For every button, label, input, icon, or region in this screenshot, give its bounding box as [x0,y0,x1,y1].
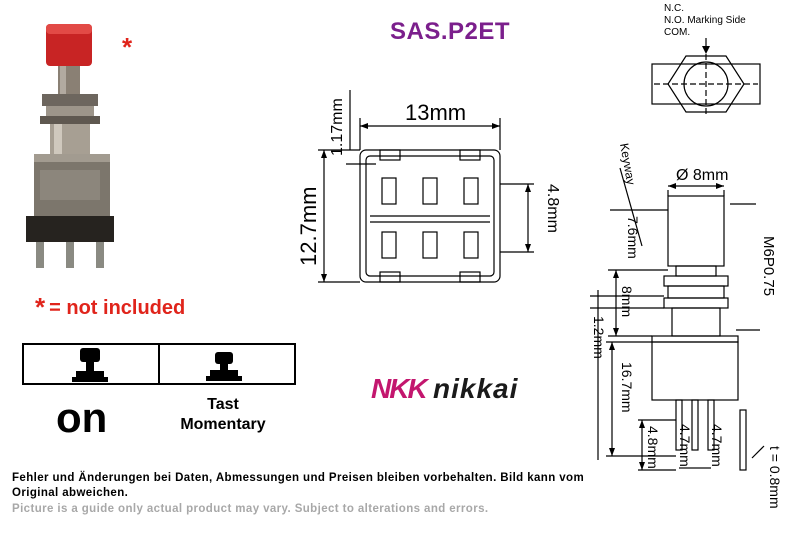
flange-label: 1.2mm [591,316,607,359]
legend-nc: N.C. [664,3,684,14]
tast-text: Tast [207,396,239,413]
disclaimer-english: Picture is a guide only actual product m… [12,503,489,515]
product-photo [26,24,114,268]
not-included-text: = not included [49,297,186,319]
height-dimension-label: 12.7mm [296,187,321,266]
cap-height-label: 7.6mm [625,216,641,259]
bushing-top-view [651,38,761,116]
mode-on-label: on [56,394,108,441]
disclaimer-german: Fehler und Änderungen bei Daten, Abmessu… [12,472,585,499]
top-view-drawing: 13mm 12.7mm 1.17mm 4.8mm [296,90,560,283]
terminal-legend: N.C. N.O. Marking Side COM. [664,3,746,39]
pin-pitch-label: 4.8mm [544,184,560,233]
momentary-position-icon [206,352,242,381]
hex-nut [42,94,98,106]
not-included-note: *= not included [35,292,185,323]
red-cap [46,24,92,66]
nkk-mark: NKK [371,373,429,404]
momentary-text: Momentary [180,416,266,433]
mode-momentary-label: Tast Momentary [168,395,278,435]
on-position-icon [72,348,108,382]
pin-length-label: 4.8mm [645,426,661,469]
legend-com: COM. [664,27,691,38]
mode-table-divider [158,343,160,385]
pitch-a-label: 4.7mm [677,424,693,467]
thread-label: M6P0.75 [760,236,777,296]
body-height-label: 16.7mm [619,362,635,413]
bushing-height-label: 8mm [619,286,635,317]
photo-asterisk: * [122,32,133,62]
width-dimension-label: 13mm [405,100,466,125]
nikkai-logo: NKK nikkai [371,373,519,404]
side-view-drawing: Ø 8mm Keyway M6P0.75 7.6mm 8mm 1.2mm 16.… [590,142,783,509]
page-title: SAS.P2ET [390,18,511,45]
keyway-label: Keyway [617,142,638,186]
diameter-label: Ø 8mm [676,167,728,184]
pin-offset-label: 1.17mm [329,98,346,156]
pitch-b-label: 4.7mm [709,424,725,467]
not-included-star: * [35,292,46,322]
thickness-label: t = 0.8mm [767,446,783,509]
legend-no-marking: N.O. Marking Side [664,15,746,26]
nikkai-wordmark: nikkai [433,373,519,404]
